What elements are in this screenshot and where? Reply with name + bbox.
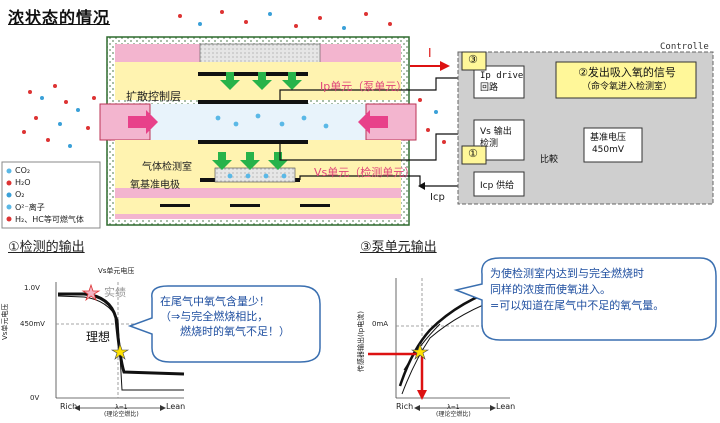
badge-detect: ①	[468, 147, 478, 160]
y-tick-1v: 1.0V	[24, 284, 40, 292]
ip-x-rich-label: Rich	[396, 402, 414, 411]
x-lambda-label: λ=1(理论空燃比)	[104, 404, 139, 418]
legend-item: H₂、HC等可燃气体	[15, 215, 84, 224]
vs-cell-label: Vs单元（检测单元）	[314, 166, 416, 179]
x-lean-label: Lean	[166, 402, 186, 411]
gas-molecules	[22, 10, 446, 179]
controller-callout: ②发出吸入氧的信号 （命令氧进入检测室）	[578, 66, 676, 92]
legend-item: O₂	[15, 190, 25, 199]
ip-x-lambda-label: λ=1(理论空燃比)	[436, 404, 471, 418]
section3-heading: ③泵单元输出	[360, 240, 437, 255]
section3-callout-text: 为使检测室内达到与完全燃烧时 同样的浓度而使氧进入。 =可以知道在尾气中不足的氧…	[490, 267, 665, 312]
ideal-label: 理想	[86, 330, 111, 344]
ip-x-lean-label: Lean	[496, 402, 516, 411]
y-tick-450mv: 450mV	[20, 320, 45, 328]
actual-label: 实绩	[104, 286, 126, 299]
ip-cell-label: Ip单元（泵单元）	[320, 80, 408, 93]
o2-flow-arrows	[212, 72, 302, 170]
icp-label: Icp	[430, 192, 445, 203]
vs-chart-title: Vs单元电压	[98, 267, 135, 275]
current-i-label: I	[428, 46, 432, 60]
legend-box	[1, 161, 101, 229]
reference-electrode-label: 氧基准电极	[130, 180, 180, 191]
legend-item: CO₂	[15, 166, 31, 175]
controller-title: Controlle	[660, 42, 709, 52]
ip-y-tick: 0mA	[372, 320, 389, 328]
page-title: 浓状态的情况	[8, 8, 111, 27]
section1-callout-text: 在尾气中氧气含量少！ （⇒与完全燃烧相比， 燃烧时的氧气不足！）	[160, 295, 290, 338]
section1-heading: ①检测的输出	[8, 240, 85, 255]
legend-item: O²⁻离子	[15, 203, 45, 212]
y-tick-0v: 0V	[30, 394, 40, 402]
x-rich-label: Rich	[60, 402, 78, 411]
diffusion-layer-label: 扩散控制层	[126, 90, 181, 103]
badge-pump: ③	[468, 53, 478, 66]
compare-label: 比較	[540, 155, 559, 165]
detection-chamber-label: 气体检测室	[142, 162, 192, 173]
legend-item: H₂O	[15, 178, 31, 187]
vs-detect-box: Vs 输出检测	[480, 127, 512, 149]
icp-supply-box: Icp 供给	[480, 181, 515, 191]
